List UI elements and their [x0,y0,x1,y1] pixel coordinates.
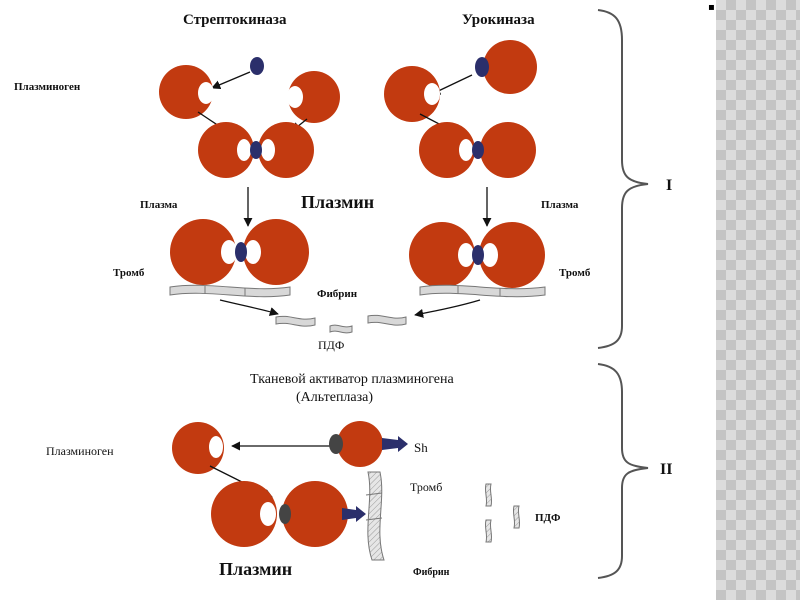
fdp-fragment-2 [329,324,353,334]
roman-numeral-1: I [666,177,672,194]
fdp-label-top: ПДФ [318,338,344,352]
fdp-fragment-1 [275,315,316,327]
sh-label: Sh [414,440,428,455]
plasminogen-molecule-right [287,71,340,123]
roman-numeral-2: II [660,461,672,478]
plasminogen-molecule-bottom [172,422,224,474]
fibrin-strand-right [419,284,546,298]
fdp-fragment-b2 [484,519,493,543]
slide-canvas [0,0,716,600]
arrow-fibrin-to-fdp-left [219,299,279,316]
fibrin-strand-left [169,284,291,298]
plasmin-label-bottom: Плазмин [219,559,292,579]
fdp-fragment-3 [367,314,407,326]
plasmin-complex-bottom [211,481,366,547]
arrow-fibrin-to-fdp-right [414,299,481,318]
fibrinolysis-diagram: Стрептокиназа Урокиназа Плазминоген [14,9,672,579]
plasminogen-label-1: Плазминоген [14,81,81,93]
tpa-label-line1: Тканевой активатор плазминогена [250,372,455,387]
tpa-molecule [329,421,408,467]
corner-mark: ▪ [708,2,715,13]
sk-plasminogen-complex [198,122,314,178]
plasmin-complex-left [170,219,309,285]
fdp-fragment-b3 [512,505,521,529]
brace-section-1 [597,9,649,349]
fibrin-strand-vertical [365,471,385,561]
tpa-label-line2: (Альтеплаза) [296,390,373,405]
brace-section-2 [597,363,649,579]
urokinase-bound-molecule [475,40,537,94]
arrow-sk-to-plg [211,71,251,90]
thrombus-label-left: Тромб [113,267,145,279]
plasminogen-molecule-uk [384,66,440,122]
fdp-label-bottom: ПДФ [535,512,561,524]
fibrin-label-top: Фибрин [317,288,358,300]
decorative-pattern-panel [716,0,800,600]
plasmin-label-top: Плазмин [301,192,374,212]
plasmin-complex-right [409,222,545,288]
streptokinase-label: Стрептокиназа [183,12,287,28]
thrombus-label-bottom: Тромб [410,480,442,494]
thrombus-label-right: Тромб [559,267,591,279]
plasma-label-right: Плазма [541,199,579,211]
streptokinase-molecule [250,57,264,75]
plasminogen-label-2: Плазминоген [46,444,114,458]
fdp-fragment-b1 [484,483,493,507]
uk-plasminogen-complex [419,122,536,178]
urokinase-label: Урокиназа [462,12,535,28]
fibrin-label-bottom: Фибрин [413,567,450,578]
plasma-label-left: Плазма [140,199,178,211]
plasminogen-molecule-left [159,65,214,119]
